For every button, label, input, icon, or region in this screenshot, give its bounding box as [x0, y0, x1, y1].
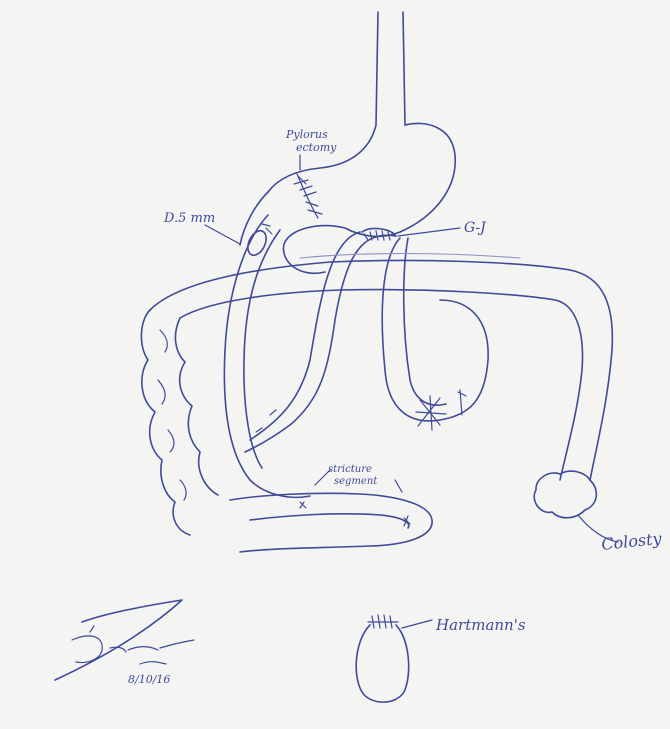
gastrojejunal-anastomosis [362, 228, 460, 240]
anastomosis-star [416, 390, 466, 430]
esophagus [376, 12, 405, 125]
jejunal-loops [245, 232, 488, 452]
label-hartmann: Hartmann's [435, 616, 526, 634]
ascending-colon [141, 310, 218, 535]
colon [150, 254, 612, 481]
signature-date: 8/10/16 [128, 673, 170, 686]
stricture-segment [230, 470, 432, 552]
label-colostomy: Colosty [600, 529, 663, 554]
pyloric-sutures [294, 174, 322, 218]
label-d5: D.5 mm [163, 211, 215, 226]
label-gj: G-J [464, 220, 487, 236]
hartmann-pouch [356, 615, 432, 702]
label-pylorus-line2: ectomy [296, 141, 337, 154]
afferent-limb [224, 215, 310, 497]
label-stricture: stricture [328, 464, 372, 475]
colostomy [534, 471, 618, 542]
label-pylorus: Pylorus [285, 128, 328, 141]
label-stricture-line2: segment [334, 476, 378, 487]
signature-icon [55, 600, 194, 680]
